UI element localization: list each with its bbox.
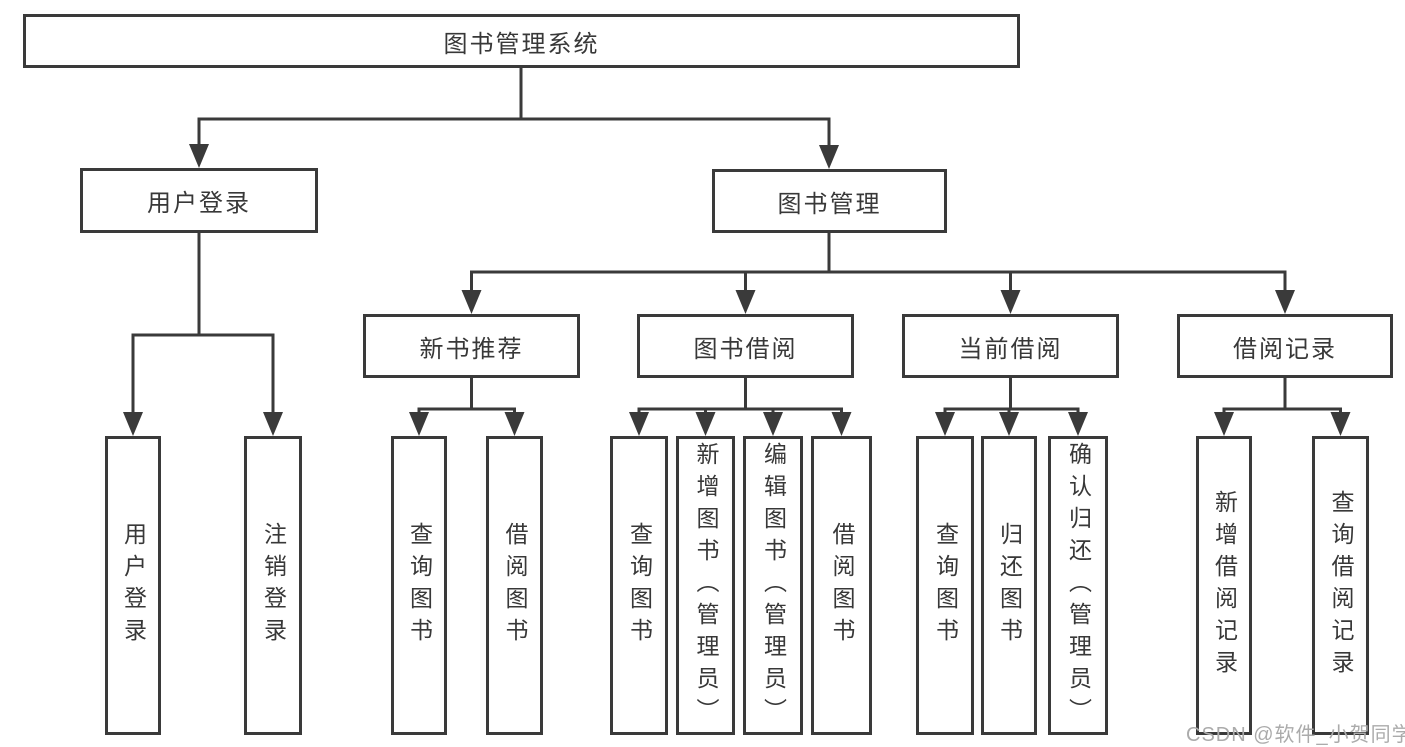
node-book-management-label: 图书管理 (777, 190, 882, 218)
leaf-logout: 注销登录 (244, 436, 302, 735)
node-current-borrowing: 当前借阅 (902, 314, 1119, 378)
node-current-borrowing-label: 当前借阅 (958, 335, 1063, 363)
leaf-borrow-edit-books-admin-label: 编辑图书（管理员） (760, 441, 787, 730)
leaf-newbooks-query-books: 查询图书 (391, 436, 447, 735)
node-book-borrowing: 图书借阅 (637, 314, 854, 378)
leaf-newbooks-borrow-books: 借阅图书 (486, 436, 543, 735)
node-borrowing-records: 借阅记录 (1177, 314, 1393, 378)
leaf-user-login: 用户登录 (105, 436, 161, 735)
leaf-user-login-label: 用户登录 (120, 521, 147, 650)
leaf-newbooks-query-books-label: 查询图书 (406, 521, 433, 650)
arrowheads (123, 144, 1351, 436)
csdn-watermark: CSDN @软件_小贺同学 (1186, 724, 1405, 746)
leaf-borrow-edit-books-admin: 编辑图书（管理员） (743, 436, 803, 735)
node-new-book-recommend: 新书推荐 (363, 314, 580, 378)
leaf-current-confirm-return-admin: 确认归还（管理员） (1048, 436, 1108, 735)
leaf-logout-label: 注销登录 (260, 521, 287, 650)
leaf-current-query-books-label: 查询图书 (932, 521, 959, 650)
node-user-login: 用户登录 (80, 168, 318, 233)
node-root-label: 图书管理系统 (443, 30, 600, 58)
node-new-book-recommend-label: 新书推荐 (419, 335, 524, 363)
node-root-system: 图书管理系统 (23, 14, 1020, 68)
leaf-newbooks-borrow-books-label: 借阅图书 (502, 521, 528, 650)
leaf-records-add-record: 新增借阅记录 (1196, 436, 1252, 735)
leaf-current-confirm-return-admin-label: 确认归还（管理员） (1065, 441, 1092, 730)
node-book-borrowing-label: 图书借阅 (693, 335, 798, 363)
leaf-records-query-record: 查询借阅记录 (1312, 436, 1369, 735)
leaf-borrow-add-books-admin-label: 新增图书（管理员） (693, 441, 719, 730)
leaf-borrow-add-books-admin: 新增图书（管理员） (676, 436, 735, 735)
node-borrowing-records-label: 借阅记录 (1233, 335, 1337, 363)
node-book-management: 图书管理 (712, 169, 947, 233)
leaf-current-query-books: 查询图书 (916, 436, 974, 735)
leaf-borrow-borrow-books-label: 借阅图书 (829, 521, 855, 650)
leaf-borrow-borrow-books: 借阅图书 (811, 436, 872, 735)
leaf-records-add-record-label: 新增借阅记录 (1211, 489, 1238, 682)
leaf-borrow-query-books-label: 查询图书 (626, 521, 653, 650)
leaf-records-query-record-label: 查询借阅记录 (1328, 489, 1354, 682)
leaf-borrow-query-books: 查询图书 (610, 436, 668, 735)
leaf-current-return-books-label: 归还图书 (996, 521, 1023, 650)
node-user-login-label: 用户登录 (147, 190, 251, 217)
leaf-current-return-books: 归还图书 (981, 436, 1037, 735)
